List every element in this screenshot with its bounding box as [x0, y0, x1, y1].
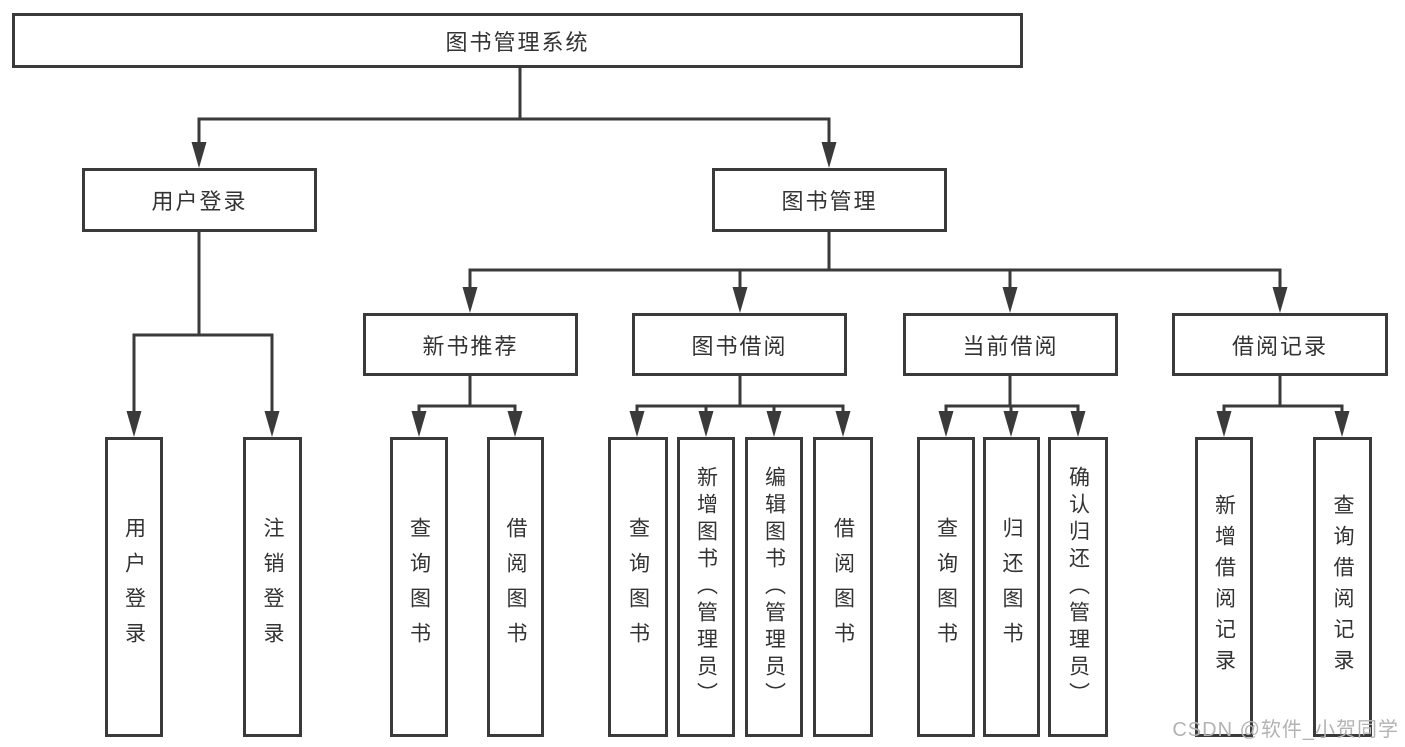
leaf-query-books-recommend: 查询图书 [390, 437, 448, 737]
leaf-return-book: 归还图书 [983, 437, 1040, 737]
leaf-borrow-books-recommend-label: 借阅图书 [504, 517, 527, 657]
node-new-book-recommend: 新书推荐 [363, 313, 578, 376]
watermark: CSDN @软件_小贺同学 [1172, 719, 1399, 741]
leaf-query-books-borrow-label: 查询图书 [626, 517, 650, 657]
leaf-query-borrow-record-label: 查询借阅记录 [1331, 494, 1354, 680]
leaf-borrow-books-label: 借阅图书 [831, 517, 855, 657]
leaf-confirm-return-admin: 确认归还（管理员） [1048, 437, 1108, 737]
leaf-confirm-return-admin-label: 确认归还（管理员） [1066, 465, 1090, 709]
leaf-return-book-label: 归还图书 [1000, 517, 1023, 657]
leaf-user-login: 用户登录 [105, 437, 163, 737]
node-book-management: 图书管理 [712, 168, 947, 232]
node-current-borrowing: 当前借阅 [903, 313, 1118, 376]
leaf-logout-label: 注销登录 [261, 517, 284, 657]
leaf-add-book-admin: 新增图书（管理员） [677, 437, 735, 737]
node-borrowing-records: 借阅记录 [1172, 313, 1388, 376]
leaf-logout: 注销登录 [243, 437, 302, 737]
leaf-query-borrow-record: 查询借阅记录 [1313, 437, 1372, 737]
node-library-management-system: 图书管理系统 [12, 13, 1023, 68]
leaf-borrow-books-recommend: 借阅图书 [487, 437, 544, 737]
leaf-borrow-books: 借阅图书 [813, 437, 873, 737]
node-user-login: 用户登录 [82, 168, 317, 232]
leaf-query-books-current: 查询图书 [917, 437, 975, 737]
leaf-add-borrow-record-label: 新增借阅记录 [1212, 494, 1236, 680]
leaf-edit-book-admin: 编辑图书（管理员） [745, 437, 803, 737]
leaf-edit-book-admin-label: 编辑图书（管理员） [762, 465, 786, 709]
leaf-query-books-recommend-label: 查询图书 [407, 517, 431, 657]
node-book-borrowing: 图书借阅 [632, 313, 847, 376]
leaf-add-borrow-record: 新增借阅记录 [1195, 437, 1253, 737]
leaf-add-book-admin-label: 新增图书（管理员） [694, 465, 718, 709]
leaf-user-login-label: 用户登录 [122, 517, 146, 657]
leaf-query-books-borrow: 查询图书 [608, 437, 668, 737]
leaf-query-books-current-label: 查询图书 [934, 517, 958, 657]
